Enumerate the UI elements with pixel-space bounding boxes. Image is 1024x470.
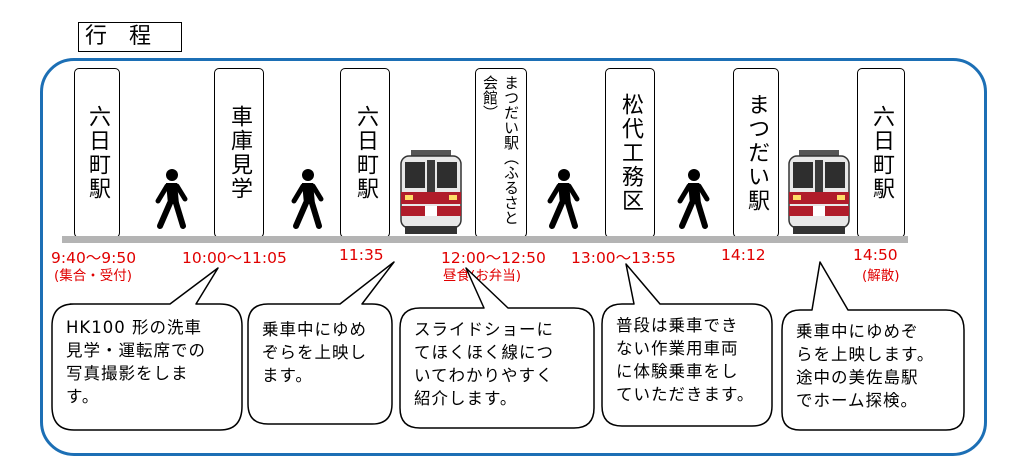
time-label: 11:35 <box>339 246 384 264</box>
time-label: 10:00〜11:05 <box>182 249 287 267</box>
bubble-slideshow-text: スライドショーに てほくほく線につ いてわかりやすく 紹介します。 <box>414 320 554 408</box>
walking-person-icon <box>677 169 710 229</box>
speech-bubble <box>247 261 395 425</box>
time-note: 昼食(お弁当) <box>443 268 522 284</box>
walking-person-icon <box>291 169 324 229</box>
bubble-work-vehicle-text: 普段は乗車でき ない作業用車両 に体験乗車をし ていただきます。 <box>616 316 755 404</box>
station-depot-visit: 車庫見学 <box>214 68 264 238</box>
time-label: 13:00〜13:55 <box>571 249 676 267</box>
itinerary-frame <box>40 58 987 456</box>
speech-bubble <box>399 267 595 429</box>
speech-bubble <box>781 261 965 431</box>
station-matsushiro-works: 松代工務区 <box>605 68 655 238</box>
time-label: 14:12 <box>721 246 766 264</box>
speech-bubble <box>601 263 773 427</box>
time-label: 14:50 <box>853 246 898 264</box>
speech-bubble <box>51 267 243 431</box>
train-icon <box>788 150 850 234</box>
time-label: 9:40〜9:50 <box>51 249 137 267</box>
time-note: (集合・受付) <box>54 268 133 284</box>
page-title: 行 程 <box>78 22 182 52</box>
track-line <box>62 236 908 243</box>
time-note: (解散) <box>862 268 900 284</box>
time-label: 12:00〜12:50 <box>441 249 546 267</box>
station-muikamachi-mid: 六日町駅 <box>340 68 390 238</box>
bubble-misashima-text: 乗車中にゆめぞ らを上映します。 途中の美佐島駅 でホーム探検。 <box>796 322 935 410</box>
bubble-depot-text: HK100 形の洗車 見学・運転席での 写真撮影をしま す。 <box>66 318 206 406</box>
bubble-yumezora-text: 乗車中にゆめ ぞらを上映し ます。 <box>262 320 367 385</box>
walking-person-icon <box>547 169 580 229</box>
station-muikamachi-start: 六日町駅 <box>74 68 120 238</box>
walking-person-icon <box>155 169 188 229</box>
station-matsudai: まつだい駅 <box>733 68 779 238</box>
station-muikamachi-end: 六日町駅 <box>857 68 905 238</box>
train-icon <box>400 150 462 234</box>
station-matsudai-furusato: まつだい駅（ふるさと会館） <box>475 68 527 238</box>
